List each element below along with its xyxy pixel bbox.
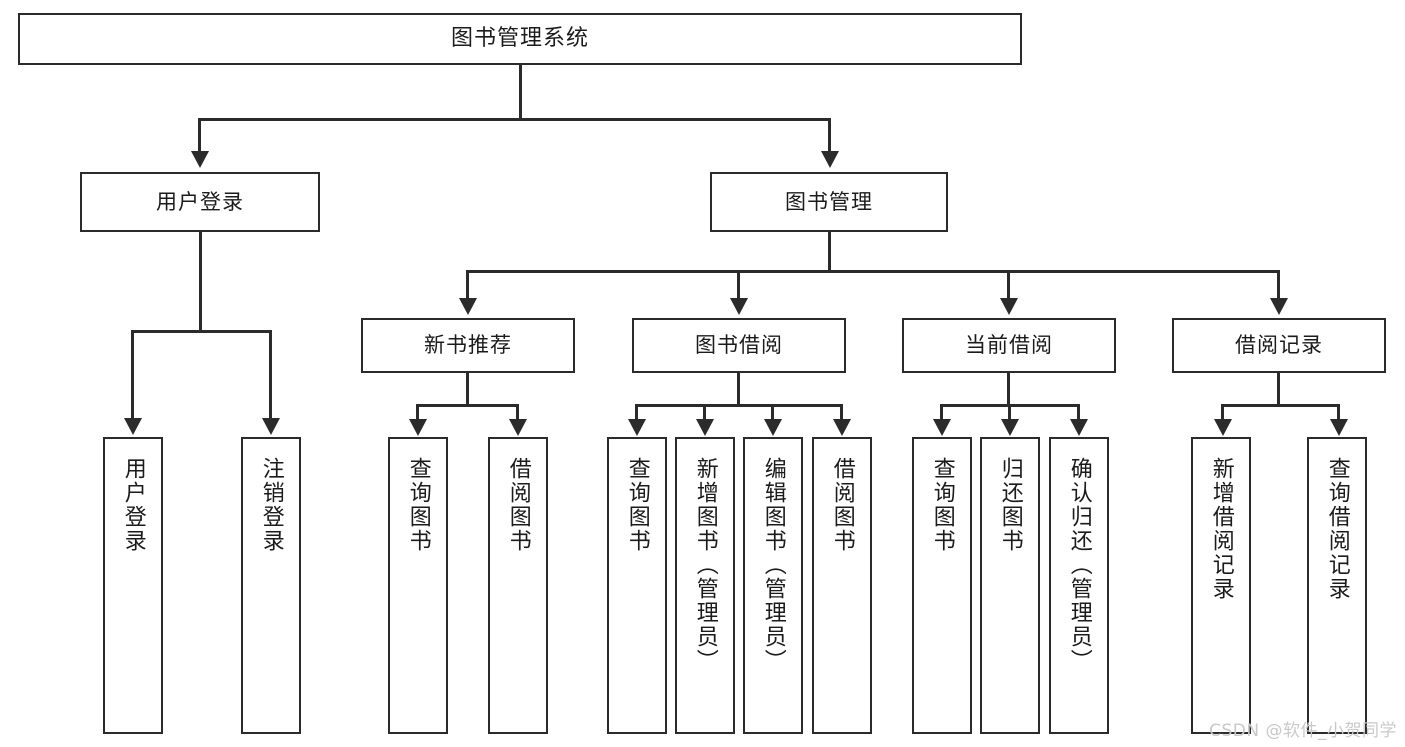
arrow-book-manage-to-l3-4	[1270, 298, 1288, 315]
connector-root-to-user-login	[198, 118, 201, 151]
connector-borrow-record-bus	[1221, 404, 1340, 407]
connector-new-book-rec-bus	[416, 404, 519, 407]
connector-book-borrow-to-leaf-4	[840, 404, 843, 419]
leaf-label: 查询借阅记录	[1324, 457, 1350, 601]
leaf-label: 借阅图书	[505, 457, 531, 553]
arrow-book-borrow-to-leaf-4	[833, 419, 851, 436]
node-label: 新书推荐	[424, 333, 512, 357]
connector-book-manage-stem	[828, 232, 831, 272]
connector-root-stem	[519, 65, 522, 120]
connector-current-borrow-to-leaf-3	[1077, 404, 1080, 419]
leaf-label: 查询图书	[624, 457, 650, 553]
leaf-node-query-book-recommend[interactable]: 查询图书	[388, 437, 448, 734]
connector-new-book-rec-to-leaf-2	[516, 404, 519, 419]
node-root-book-management-system[interactable]: 图书管理系统	[18, 13, 1022, 65]
connector-book-borrow-bus	[635, 404, 843, 407]
leaf-label: 新增图书（管理员）	[692, 457, 718, 673]
arrow-book-borrow-to-leaf-2	[696, 419, 714, 436]
node-borrow-record[interactable]: 借阅记录	[1172, 318, 1386, 373]
connector-new-book-rec-to-leaf-1	[416, 404, 419, 419]
watermark-text: CSDN @软件_小贺同学	[1209, 721, 1397, 741]
connector-book-borrow-to-leaf-2	[703, 404, 706, 419]
leaf-node-edit-book-admin[interactable]: 编辑图书（管理员）	[743, 437, 803, 734]
connector-book-manage-to-l3-1	[466, 270, 469, 298]
leaf-label: 确认归还（管理员）	[1066, 457, 1092, 673]
leaf-node-query-borrow-record[interactable]: 查询借阅记录	[1307, 437, 1367, 734]
connector-user-login-to-leaf-2	[269, 330, 272, 418]
connector-borrow-record-to-leaf-1	[1221, 404, 1224, 419]
arrow-current-borrow-to-leaf-2	[1001, 419, 1019, 436]
connector-current-borrow-stem	[1007, 373, 1010, 406]
arrow-borrow-record-to-leaf-2	[1330, 419, 1348, 436]
node-book-borrow[interactable]: 图书借阅	[632, 318, 846, 373]
connector-borrow-record-stem	[1277, 373, 1280, 406]
leaf-label: 编辑图书（管理员）	[760, 457, 786, 673]
connector-current-borrow-to-leaf-2	[1008, 404, 1011, 419]
arrow-book-manage-to-l3-1	[459, 298, 477, 315]
leaf-label: 查询图书	[405, 457, 431, 553]
node-user-login[interactable]: 用户登录	[80, 172, 320, 232]
arrow-new-book-rec-to-leaf-1	[409, 419, 427, 436]
leaf-node-query-book-current[interactable]: 查询图书	[912, 437, 972, 734]
node-book-management[interactable]: 图书管理	[710, 172, 948, 232]
connector-book-borrow-to-leaf-3	[771, 404, 774, 419]
arrow-current-borrow-to-leaf-3	[1070, 419, 1088, 436]
connector-book-manage-bus	[466, 270, 1280, 273]
leaf-node-return-book[interactable]: 归还图书	[980, 437, 1040, 734]
connector-book-borrow-stem	[737, 373, 740, 406]
connector-root-bus	[198, 118, 830, 121]
arrow-borrow-record-to-leaf-1	[1214, 419, 1232, 436]
leaf-label: 新增借阅记录	[1208, 457, 1234, 601]
leaf-node-add-book-admin[interactable]: 新增图书（管理员）	[675, 437, 735, 734]
arrow-book-borrow-to-leaf-1	[628, 419, 646, 436]
node-label: 用户登录	[156, 189, 244, 214]
connector-book-manage-to-l3-3	[1007, 270, 1010, 298]
leaf-node-confirm-return-admin[interactable]: 确认归还（管理员）	[1049, 437, 1109, 734]
connector-book-manage-to-l3-4	[1277, 270, 1280, 298]
leaf-node-borrow-book[interactable]: 借阅图书	[812, 437, 872, 734]
arrow-book-borrow-to-leaf-3	[764, 419, 782, 436]
connector-current-borrow-to-leaf-1	[940, 404, 943, 419]
arrow-root-to-book-manage	[821, 151, 839, 168]
node-label: 借阅记录	[1235, 333, 1323, 357]
connector-book-manage-to-l3-2	[737, 270, 740, 298]
leaf-label: 注销登录	[258, 457, 284, 553]
arrow-book-manage-to-l3-3	[1000, 298, 1018, 315]
connector-book-borrow-to-leaf-1	[635, 404, 638, 419]
arrow-current-borrow-to-leaf-1	[933, 419, 951, 436]
arrow-user-login-to-leaf-1	[124, 418, 142, 435]
arrow-new-book-rec-to-leaf-2	[509, 419, 527, 436]
node-label: 当前借阅	[965, 333, 1053, 357]
leaf-label: 用户登录	[120, 457, 146, 553]
connector-borrow-record-to-leaf-2	[1337, 404, 1340, 419]
arrow-user-login-to-leaf-2	[262, 418, 280, 435]
arrow-root-to-user-login	[191, 151, 209, 168]
leaf-node-add-borrow-record[interactable]: 新增借阅记录	[1191, 437, 1251, 734]
leaf-label: 借阅图书	[829, 457, 855, 553]
leaf-label: 归还图书	[997, 457, 1023, 553]
node-label: 图书管理	[785, 189, 873, 214]
arrow-book-manage-to-l3-2	[730, 298, 748, 315]
leaf-node-user-login[interactable]: 用户登录	[103, 437, 163, 734]
leaf-label: 查询图书	[929, 457, 955, 553]
connector-new-book-rec-stem	[466, 373, 469, 406]
leaf-node-borrow-book-recommend[interactable]: 借阅图书	[488, 437, 548, 734]
connector-user-login-bus	[131, 330, 271, 333]
node-label: 图书管理系统	[450, 26, 589, 51]
connector-user-login-stem	[199, 232, 202, 332]
connector-root-to-book-manage	[828, 118, 831, 151]
node-current-borrow[interactable]: 当前借阅	[902, 318, 1116, 373]
leaf-node-logout[interactable]: 注销登录	[241, 437, 301, 734]
node-label: 图书借阅	[695, 333, 783, 357]
leaf-node-query-book-borrow[interactable]: 查询图书	[607, 437, 667, 734]
connector-user-login-to-leaf-1	[131, 330, 134, 418]
node-new-book-recommendation[interactable]: 新书推荐	[361, 318, 575, 373]
